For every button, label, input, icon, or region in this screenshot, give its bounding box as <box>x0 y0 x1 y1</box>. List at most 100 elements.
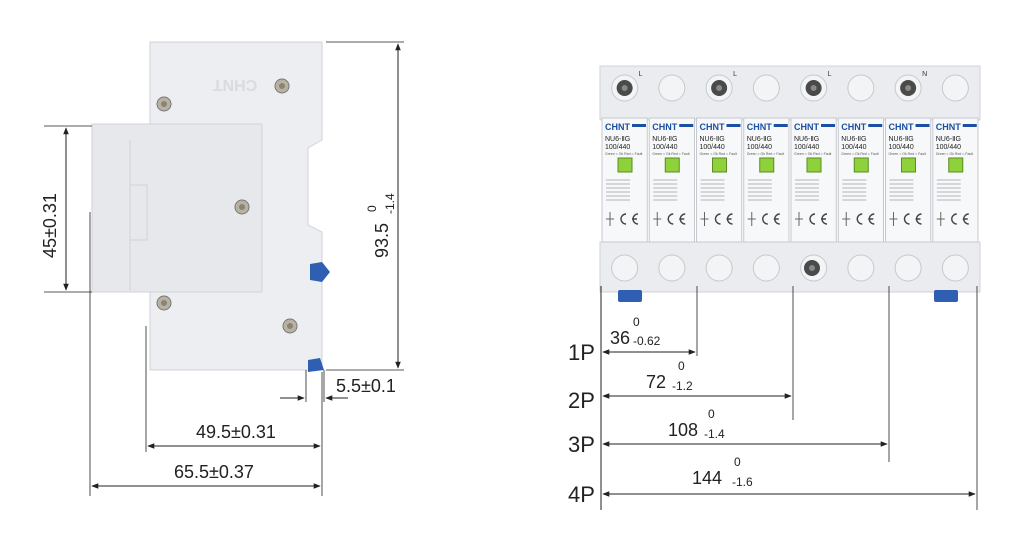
brand-bar <box>915 124 930 127</box>
surge-symbol-icon <box>700 212 709 226</box>
status-indicator-window <box>759 157 775 173</box>
module-model-line2: 100/440 <box>889 144 914 151</box>
terminal-hole-bottom <box>752 254 780 282</box>
dim-3p-label: 108 0 -1.4 <box>668 407 725 441</box>
terminal-screw-center <box>621 85 628 91</box>
svg-text:72: 72 <box>646 372 666 392</box>
pole-label-1p: 1P <box>568 340 595 365</box>
svg-text:0: 0 <box>365 205 379 212</box>
ce-mark-icon <box>903 213 910 225</box>
module-status: Green = Ok Red = Fault <box>841 152 878 156</box>
brand-bar <box>868 124 883 127</box>
screw-icon <box>234 199 250 215</box>
surge-symbol-icon <box>747 212 756 226</box>
brand-bar <box>726 124 741 127</box>
screw-icon <box>156 295 172 311</box>
module-status: Green = Ok Red = Fault <box>700 152 737 156</box>
module-status: Green = Ok Red = Fault <box>652 152 689 156</box>
terminal-hole-top <box>752 74 780 102</box>
screw-icon <box>282 318 298 334</box>
ce-mark-icon <box>714 213 721 225</box>
svg-text:0: 0 <box>678 359 685 373</box>
terminal-hole-top <box>658 74 686 102</box>
terminal-hole-bottom <box>705 254 733 282</box>
phase-label: L <box>828 71 832 78</box>
module-brand: CHNT <box>652 122 677 132</box>
module-model-line2: 100/440 <box>605 144 630 151</box>
side-housing-front <box>91 123 263 293</box>
module-model-line1: NU6-ⅡG <box>889 136 914 143</box>
brand-bar <box>773 124 788 127</box>
module-brand: CHNT <box>889 122 914 132</box>
ce-mark-icon <box>620 213 627 225</box>
module-model-line1: NU6-ⅡG <box>700 136 725 143</box>
ce-mark-icon <box>915 213 922 225</box>
svg-text:0: 0 <box>708 407 715 421</box>
terminal-screw-center <box>716 85 723 91</box>
module-model-line2: 100/440 <box>794 144 819 151</box>
ce-mark-icon <box>773 213 780 225</box>
module-status: Green = Ok Red = Fault <box>747 152 784 156</box>
module-status: Green = Ok Red = Fault <box>936 152 973 156</box>
status-indicator-window <box>664 157 680 173</box>
module-brand: CHNT <box>605 122 630 132</box>
dim-depth-mid-label: 49.5±0.31 <box>196 422 276 442</box>
din-clip-bottom <box>308 358 324 372</box>
module-brand: CHNT <box>794 122 819 132</box>
module-model-line2: 100/440 <box>841 144 866 151</box>
module-model-line1: NU6-ⅡG <box>652 136 677 143</box>
phase-label: L <box>733 71 737 78</box>
terminal-hole-bottom <box>941 254 969 282</box>
pole-label-4p: 4P <box>568 482 595 507</box>
status-indicator-window <box>901 157 916 173</box>
svg-text:36: 36 <box>610 328 630 348</box>
module-model-line1: NU6-ⅡG <box>841 136 866 143</box>
brand-bar <box>962 124 977 127</box>
terminal-hole-top <box>941 74 969 102</box>
svg-text:108: 108 <box>668 420 698 440</box>
pe-screw-center <box>809 265 815 271</box>
module-model-line1: NU6-ⅡG <box>747 136 772 143</box>
surge-symbol-icon <box>606 212 614 226</box>
dim-2p-label: 72 0 -1.2 <box>646 359 693 393</box>
module-model-line2: 100/440 <box>936 144 961 151</box>
svg-text:-1.4: -1.4 <box>383 193 397 214</box>
module-model-line1: NU6-ⅡG <box>794 136 819 143</box>
terminal-hole-top <box>847 74 875 102</box>
ce-mark-icon <box>856 213 863 225</box>
din-clip-right <box>934 290 958 302</box>
side-step-edge <box>129 140 148 290</box>
svg-text:-0.62: -0.62 <box>633 334 661 348</box>
svg-text:-1.4: -1.4 <box>704 427 725 441</box>
brand-bar <box>632 124 646 127</box>
terminal-row <box>611 74 969 282</box>
surge-symbol-icon <box>653 212 662 226</box>
pole-label-2p: 2P <box>568 388 595 413</box>
phase-label: L <box>639 71 643 78</box>
status-indicator-window <box>617 157 633 173</box>
ce-mark-icon <box>726 213 733 225</box>
terminal-screw-center <box>905 85 912 91</box>
bottom-terminal-block <box>599 241 981 293</box>
module-brand: CHNT <box>841 122 866 132</box>
surge-symbol-icon <box>795 212 803 226</box>
surge-symbol-icon <box>936 212 945 226</box>
pole-label-3p: 3P <box>568 432 595 457</box>
din-clip-left <box>618 290 642 302</box>
ce-mark-icon <box>809 213 816 225</box>
screw-icon <box>274 78 290 94</box>
terminal-hole-bottom <box>894 254 922 282</box>
module-brand: CHNT <box>700 122 725 132</box>
screw-icon <box>156 96 172 112</box>
svg-text:0: 0 <box>734 455 741 469</box>
status-indicator-window <box>853 157 869 173</box>
module-model-line1: NU6-ⅡG <box>605 136 630 143</box>
